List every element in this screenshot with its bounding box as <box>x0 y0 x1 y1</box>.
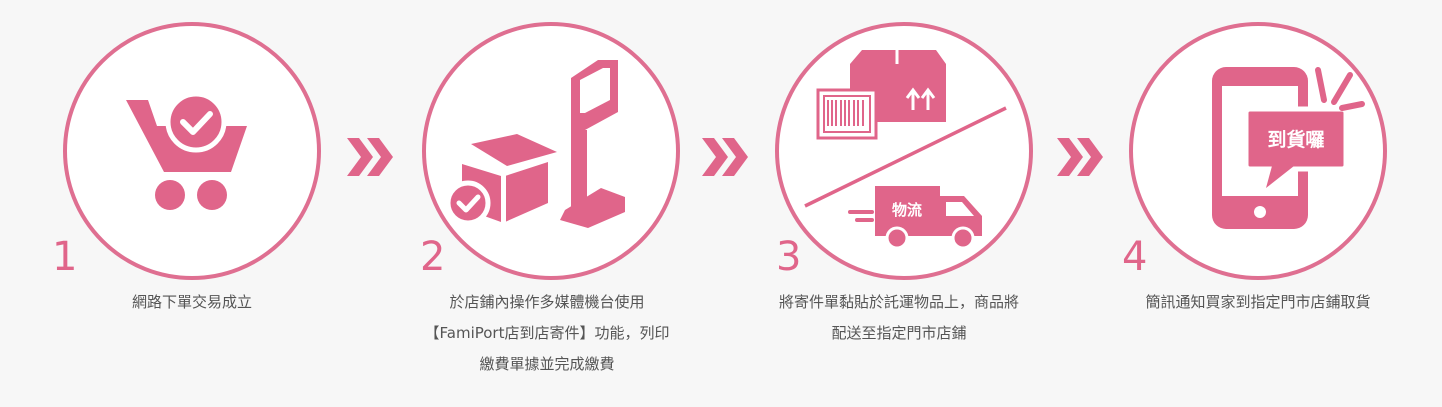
parcel-label-truck-icon: 物流 <box>804 50 1007 250</box>
shopping-cart-check-icon <box>126 91 247 210</box>
step-caption: 於店鋪內操作多媒體機台使用 【FamiPort店到店寄件】功能，列印 繳費單據並… <box>424 293 670 373</box>
kiosk-box-check-icon <box>445 60 625 228</box>
step-number: 1 <box>52 234 78 280</box>
bubble-label: 到貨囉 <box>1267 128 1324 151</box>
step-number: 2 <box>420 234 446 280</box>
phone-notification-icon: 到貨囉 <box>1212 67 1365 229</box>
truck-label: 物流 <box>892 201 922 219</box>
double-chevron-right-icon <box>702 138 748 176</box>
double-chevron-right-icon <box>347 138 393 176</box>
step-caption: 網路下單交易成立 <box>131 293 252 311</box>
step-number: 3 <box>776 234 802 280</box>
step-caption: 簡訊通知買家到指定門市店鋪取貨 <box>1145 293 1371 311</box>
double-chevron-right-icon <box>1057 138 1103 176</box>
step-number: 4 <box>1122 234 1148 280</box>
step-caption: 將寄件單黏貼於託運物品上，商品將 配送至指定門市店鋪 <box>778 293 1019 342</box>
